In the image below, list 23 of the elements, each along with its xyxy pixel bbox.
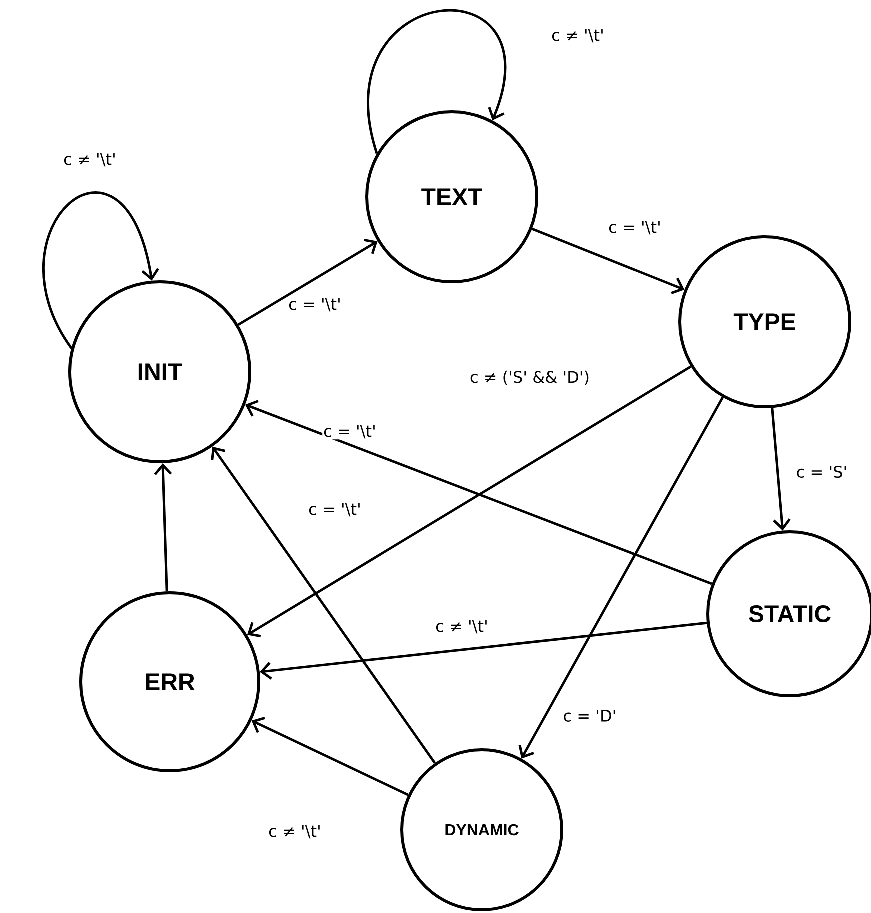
arrow <box>42 192 160 349</box>
edge-label: c ≠ '\t' <box>434 619 490 635</box>
arrow <box>238 238 378 326</box>
edge-label: c = '\t' <box>288 297 342 313</box>
arrow <box>771 408 791 531</box>
arrow <box>260 622 708 680</box>
arrow <box>247 366 692 638</box>
edge-label: c = 'S' <box>795 464 849 480</box>
arrow <box>518 396 724 759</box>
arrow <box>211 446 436 764</box>
arrow <box>532 228 685 294</box>
arrow <box>252 717 409 796</box>
edge-label: c = '\t' <box>608 220 662 236</box>
edge-label: c ≠ '\t' <box>268 824 322 840</box>
edge-label: c = 'D' <box>562 709 618 723</box>
arrow <box>367 10 506 154</box>
arrow <box>245 400 712 586</box>
arrow <box>154 463 172 592</box>
edge-label: c = '\t' <box>308 502 362 518</box>
edge-label: c ≠ '\t' <box>550 28 606 44</box>
edge-label: c = '\t' <box>322 424 378 440</box>
edge-label: c ≠ '\t' <box>62 152 118 168</box>
edge-label: c ≠ ('S' && 'D') <box>468 370 592 386</box>
